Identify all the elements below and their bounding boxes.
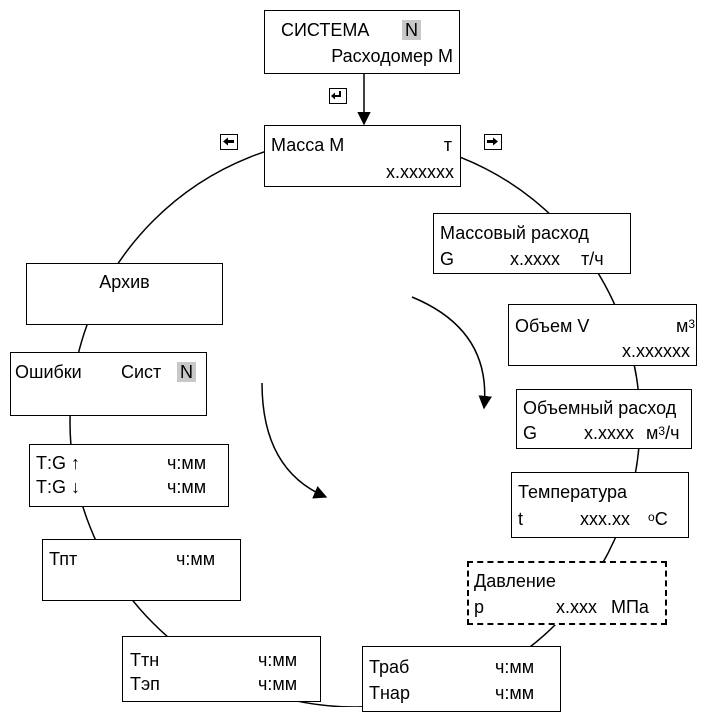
mass-label: Масса М (271, 135, 345, 155)
tg-time-row2-label: Т:G ↓ (36, 477, 80, 497)
volume-flow-symbol: G (523, 423, 538, 443)
clockwise-arrow-left (261, 382, 328, 499)
system-title: СИСТЕМА (281, 20, 370, 40)
work-time-row1-value: ч:мм (495, 657, 535, 677)
temperature-unit-exp: о (648, 510, 655, 524)
mass-flow-unit: т/ч (581, 249, 604, 269)
pressure-label: Давление (474, 571, 556, 591)
volume-label: Объем V (515, 316, 590, 336)
system-n-badge: N (402, 20, 421, 40)
temperature-value: ххх.хх (580, 509, 631, 529)
errors-n-badge: N (177, 362, 196, 382)
mass-flow-box[interactable]: Массовый расход G х.хххх т/ч (433, 213, 631, 274)
temperature-box[interactable]: Температура t ххх.хх оС (511, 472, 689, 538)
work-time-row2-value: ч:мм (495, 683, 535, 703)
volume-flow-unit-exp: 3 (658, 424, 666, 438)
tn-time-row2-label: Тэп (130, 674, 160, 694)
temperature-symbol: t (518, 509, 524, 529)
volume-flow-label: Объемный расход (523, 398, 677, 418)
system-subtitle: Расходомер М (331, 46, 453, 66)
volume-flow-box[interactable]: Объемный расход G х.хххх м3/ч (516, 389, 692, 449)
mass-flow-value: х.хххх (510, 249, 561, 269)
errors-box[interactable]: Ошибки Сист N (10, 352, 207, 416)
volume-box[interactable]: Объем V м3 х.хххххх (508, 304, 697, 366)
tn-time-box[interactable]: Ттн ч:мм Тэп ч:мм (122, 636, 321, 702)
mass-unit: т (443, 135, 452, 155)
left-arrow-key-icon[interactable] (220, 134, 238, 150)
tpt-time-label: Тпт (49, 549, 78, 569)
work-time-row2-label: Тнар (369, 683, 410, 703)
archive-box[interactable]: Архив (26, 263, 223, 325)
archive-label: Архив (99, 272, 150, 292)
pressure-symbol: р (474, 597, 485, 617)
tn-time-row1-value: ч:мм (258, 650, 298, 670)
volume-unit-exp: 3 (688, 317, 696, 331)
errors-label: Ошибки (15, 362, 82, 382)
mass-value: х.хххххх (385, 162, 454, 182)
system-box[interactable]: СИСТЕМА N Расходомер М (264, 10, 460, 74)
mass-flow-label: Массовый расход (440, 223, 589, 243)
volume-flow-unit: м3/ч (646, 423, 680, 443)
errors-system: Сист (121, 362, 162, 382)
pressure-unit: МПа (611, 597, 649, 617)
temperature-unit: оС (648, 509, 668, 529)
enter-key-icon[interactable] (329, 88, 347, 104)
tn-time-row1-label: Ттн (130, 650, 160, 670)
pressure-box[interactable]: Давление р х.ххх МПа (467, 561, 667, 625)
work-time-box[interactable]: Траб ч:мм Тнар ч:мм (362, 646, 561, 712)
tg-time-row1-value: ч:мм (167, 453, 207, 473)
tg-time-row1-label: Т:G ↑ (36, 453, 80, 473)
right-arrow-key-icon[interactable] (484, 134, 502, 150)
volume-value: х.хххххх (621, 341, 690, 361)
tpt-time-value: ч:мм (176, 549, 216, 569)
tn-time-row2-value: ч:мм (258, 674, 298, 694)
pressure-value: х.ххх (556, 597, 598, 617)
tg-time-row2-value: ч:мм (167, 477, 207, 497)
volume-flow-value: х.хххх (584, 423, 635, 443)
tpt-time-box[interactable]: Тпт ч:мм (42, 539, 241, 601)
volume-unit: м3 (676, 316, 696, 336)
mass-flow-symbol: G (440, 249, 455, 269)
mass-box[interactable]: Масса М т х.хххххх (264, 125, 461, 187)
temperature-label: Температура (518, 482, 628, 502)
work-time-row1-label: Траб (369, 657, 410, 677)
tg-time-box[interactable]: Т:G ↑ ч:мм Т:G ↓ ч:мм (29, 444, 229, 507)
clockwise-arrow-right (411, 296, 492, 410)
